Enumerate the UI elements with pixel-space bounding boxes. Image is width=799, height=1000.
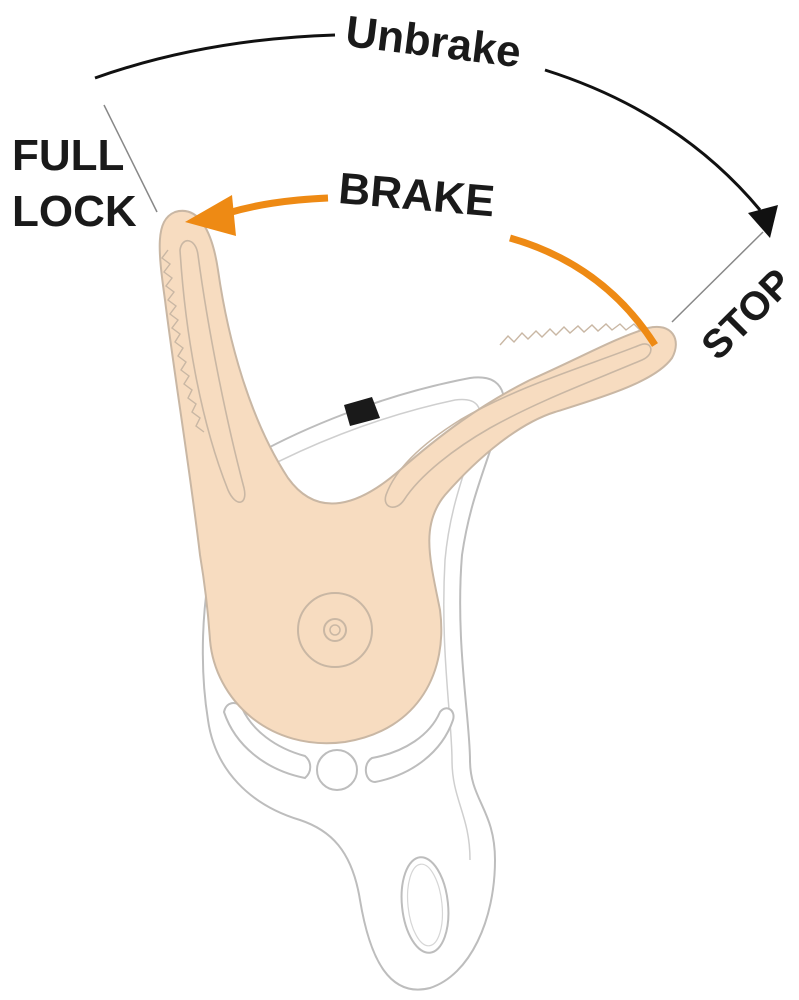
stop-label: STOP — [693, 261, 799, 369]
slot-right — [364, 707, 455, 784]
full-lock-label-line2: LOCK — [12, 187, 137, 236]
curved-arrow-clockwise-icon — [94, 33, 778, 238]
stop-guide-line — [671, 231, 764, 323]
inner-rim — [261, 398, 481, 861]
left-arm-groove — [179, 240, 246, 503]
unbrake-label: Unbrake — [343, 7, 524, 77]
brake-arc-left — [227, 194, 329, 217]
brake-arc-right — [509, 234, 658, 347]
lower-rivet — [316, 749, 358, 791]
unbrake-arrowhead — [748, 205, 778, 238]
curved-arrow-counterclockwise-icon — [185, 194, 658, 347]
unbrake-arc-right — [544, 68, 762, 211]
handle-shape — [158, 209, 677, 745]
brake-label: BRAKE — [337, 164, 497, 226]
pivot-inner — [323, 618, 347, 642]
right-arm-groove — [384, 343, 652, 508]
left-serrations — [161, 249, 205, 433]
full-lock-guide-line — [103, 104, 158, 213]
unbrake-arc-left — [94, 33, 336, 80]
pivot-outer — [297, 592, 373, 668]
brake-handle — [158, 209, 677, 745]
top-tab — [344, 397, 380, 426]
brake-arrowhead — [185, 195, 236, 236]
full-lock-label-line1: FULL — [12, 131, 124, 180]
right-serrations — [499, 323, 641, 346]
